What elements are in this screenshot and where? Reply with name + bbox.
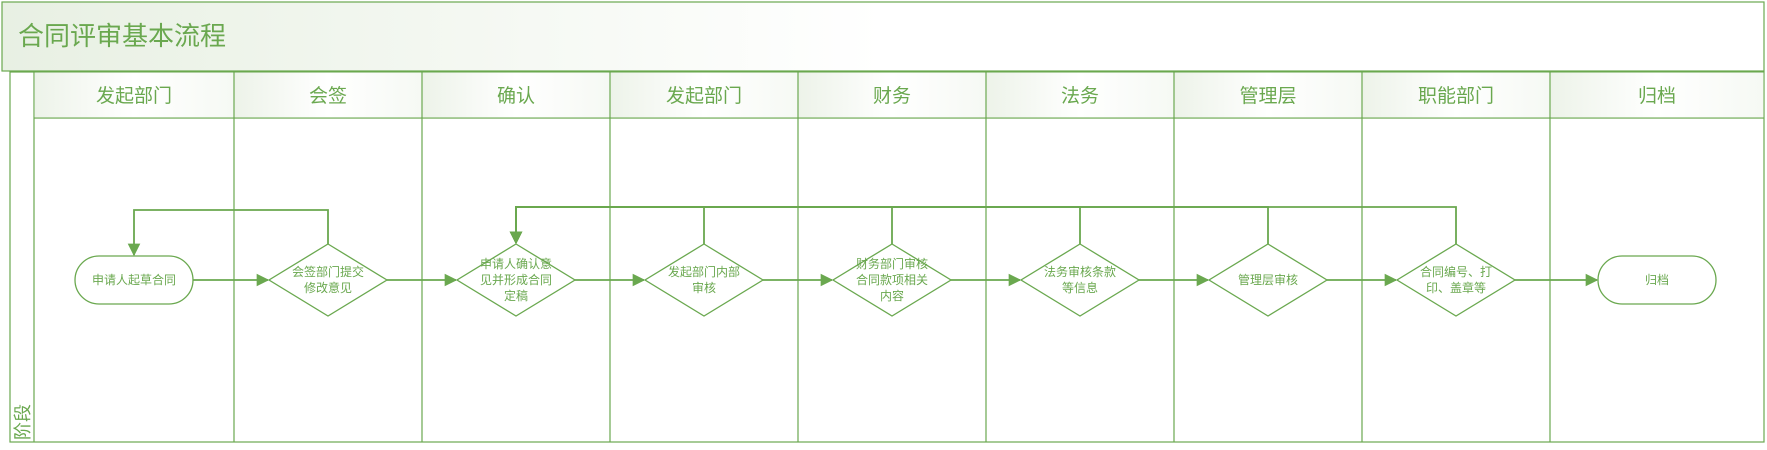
lane-header-label: 发起部门 — [666, 85, 742, 107]
node-label: 财务部门审核 — [856, 256, 928, 271]
pool-frame: 阶段 — [9, 71, 1765, 443]
terminal-shape — [1597, 255, 1717, 305]
lane-header-label: 发起部门 — [96, 85, 172, 107]
lane-header-background — [986, 72, 1174, 118]
lane-header-background — [798, 72, 986, 118]
decision-diamond — [643, 243, 765, 317]
node-label: 印、盖章等 — [1426, 280, 1486, 295]
lane-header-background — [1550, 72, 1764, 118]
lane-header-label: 法务 — [1061, 85, 1099, 107]
pool-border — [9, 71, 1765, 443]
node-label: 审核 — [692, 280, 716, 295]
flow-node-n7[interactable]: 管理层审核 — [1207, 243, 1329, 317]
node-label: 归档 — [1645, 273, 1669, 287]
title-bar: 合同评审基本流程 — [1, 1, 1765, 72]
lane-header-background — [1174, 72, 1362, 118]
decision-diamond — [1395, 243, 1517, 317]
page-title: 合同评审基本流程 — [18, 22, 226, 52]
node-label: 发起部门内部 — [668, 264, 740, 279]
node-label: 见并形成合同 — [480, 272, 552, 287]
lane-header-background — [1362, 72, 1550, 118]
terminal-shape — [74, 255, 194, 305]
flow-edges — [127, 206, 1599, 287]
flow-node-n1[interactable]: 申请人起草合同 — [74, 255, 194, 305]
decision-diamond — [1019, 243, 1141, 317]
lane-header-background — [610, 72, 798, 118]
lane-header-label: 财务 — [873, 85, 911, 107]
lane-header-background — [34, 72, 234, 118]
flow-arrow-n2-to-n1 — [127, 209, 329, 257]
decision-diamond — [1207, 243, 1329, 317]
lane-header-background — [422, 72, 610, 118]
node-label: 会签部门提交 — [292, 264, 364, 279]
node-label: 合同款项相关 — [856, 272, 928, 287]
node-label: 修改意见 — [304, 280, 352, 295]
stage-label: 阶段 — [13, 404, 34, 440]
lane-header-label: 职能部门 — [1418, 85, 1494, 107]
node-label: 法务审核条款 — [1044, 264, 1116, 279]
node-label: 合同编号、打 — [1420, 264, 1492, 279]
node-label: 申请人起草合同 — [92, 272, 176, 287]
node-label: 定稿 — [504, 288, 528, 303]
decision-diamond — [831, 243, 953, 317]
flow-nodes: 申请人起草合同会签部门提交修改意见申请人确认意见并形成合同定稿发起部门内部审核财… — [74, 243, 1717, 317]
flow-arrow-n8-to-n3 — [509, 206, 1457, 245]
decision-diamond — [455, 243, 577, 317]
node-label: 内容 — [880, 288, 904, 303]
decision-diamond — [267, 243, 389, 317]
flow-node-n9[interactable]: 归档 — [1597, 255, 1717, 305]
node-label: 管理层审核 — [1238, 272, 1298, 287]
node-label: 等信息 — [1062, 280, 1098, 295]
title-bar-background — [1, 1, 1765, 72]
node-label: 申请人确认意 — [480, 256, 552, 271]
lane-header-label: 归档 — [1638, 85, 1676, 107]
flow-node-n8[interactable]: 合同编号、打印、盖章等 — [1395, 243, 1517, 317]
lane-header-background — [234, 72, 422, 118]
lane-header-label: 会签 — [309, 85, 347, 107]
lane-header-label: 管理层 — [1239, 85, 1296, 107]
swimlanes: 发起部门会签确认发起部门财务法务管理层职能部门归档 — [34, 72, 1764, 442]
lane-header-label: 确认 — [497, 85, 535, 107]
